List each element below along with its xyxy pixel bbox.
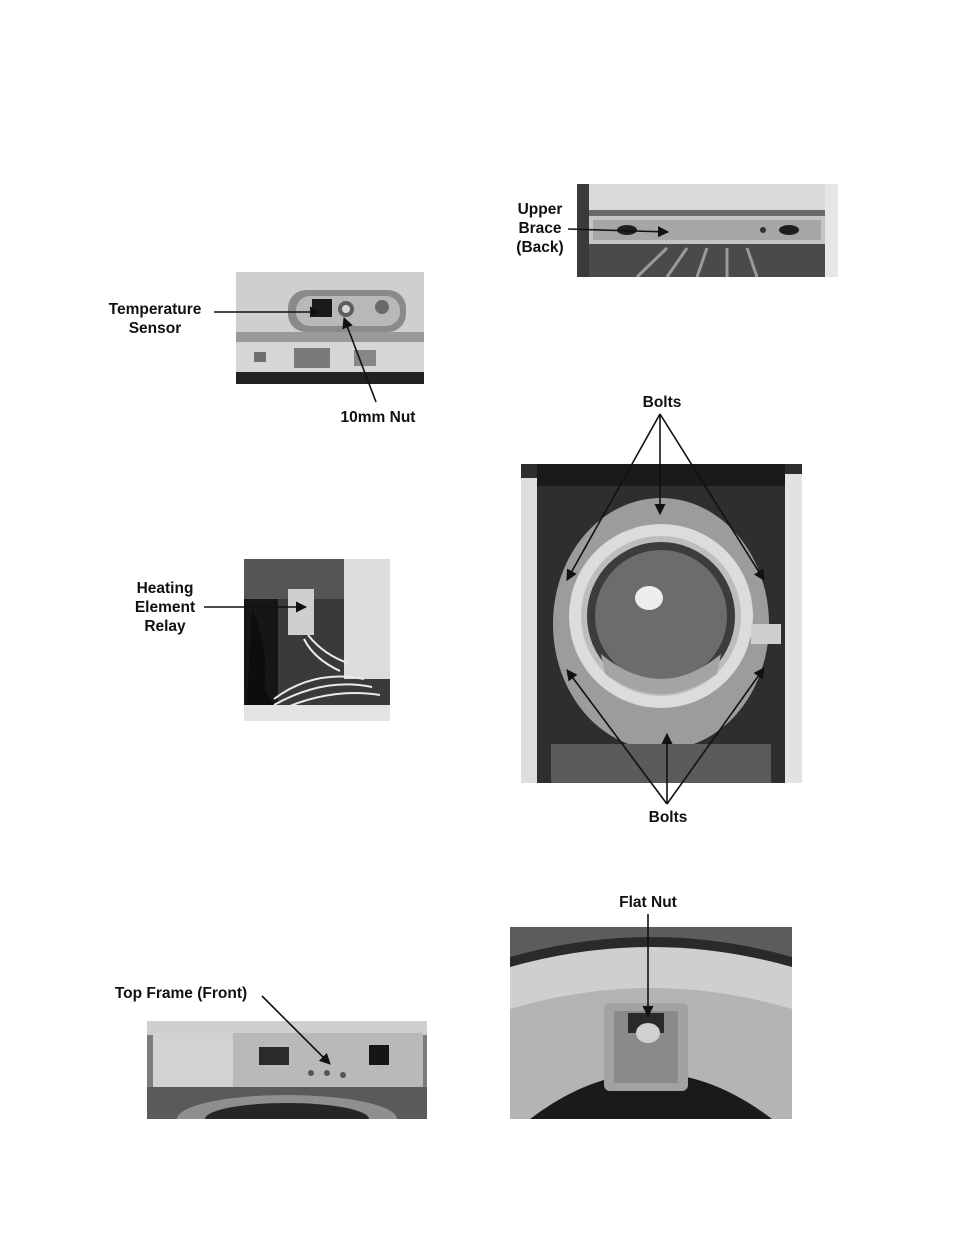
- label-top-frame-front: Top Frame (Front): [114, 985, 248, 1002]
- label-upper-brace-back: Upper Brace (Back): [516, 201, 564, 256]
- label-bolts-top: Bolts: [642, 394, 682, 411]
- label-heating-element-relay: Heating Element Relay: [134, 580, 196, 635]
- label-bolts-bottom: Bolts: [648, 809, 688, 826]
- label-flat-nut: Flat Nut: [619, 894, 677, 911]
- upper-brace-back-photo: [577, 184, 838, 277]
- label-temperature-sensor: Temperature Sensor: [108, 301, 202, 337]
- top-frame-front-photo: [147, 1021, 427, 1119]
- label-10mm-nut: 10mm Nut: [340, 409, 416, 426]
- flat-nut-photo: [510, 927, 792, 1119]
- heating-element-relay-photo: [244, 559, 390, 721]
- temperature-sensor-photo: [236, 272, 424, 384]
- tub-front-photo: [521, 464, 802, 783]
